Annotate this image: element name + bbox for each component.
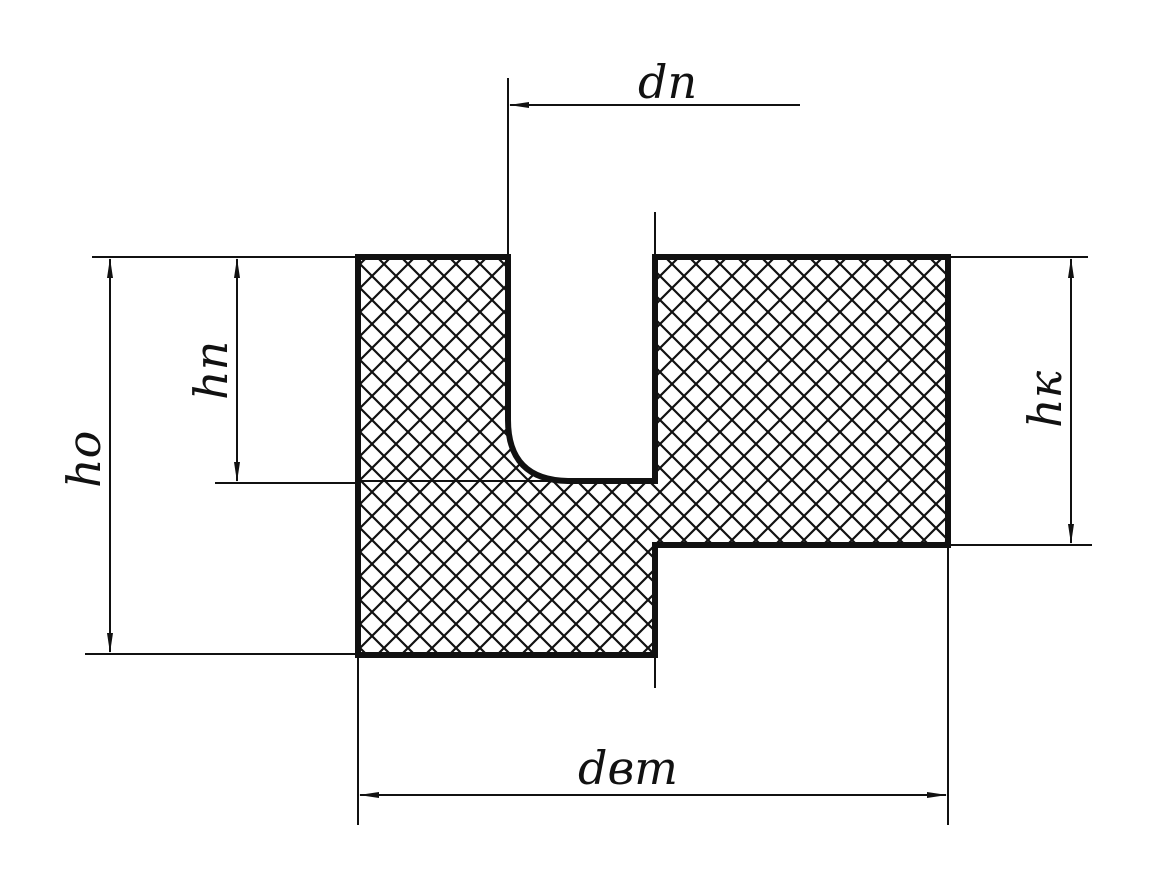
label-d-vt: dвт <box>578 741 678 795</box>
dimension-lines <box>107 102 1074 798</box>
label-h-k: hк <box>1018 370 1072 428</box>
extension-lines <box>85 78 1092 825</box>
label-h-p: hп <box>184 341 238 400</box>
section-body <box>355 254 951 658</box>
label-d-p: dп <box>638 55 697 109</box>
label-h-o: hо <box>57 431 111 488</box>
